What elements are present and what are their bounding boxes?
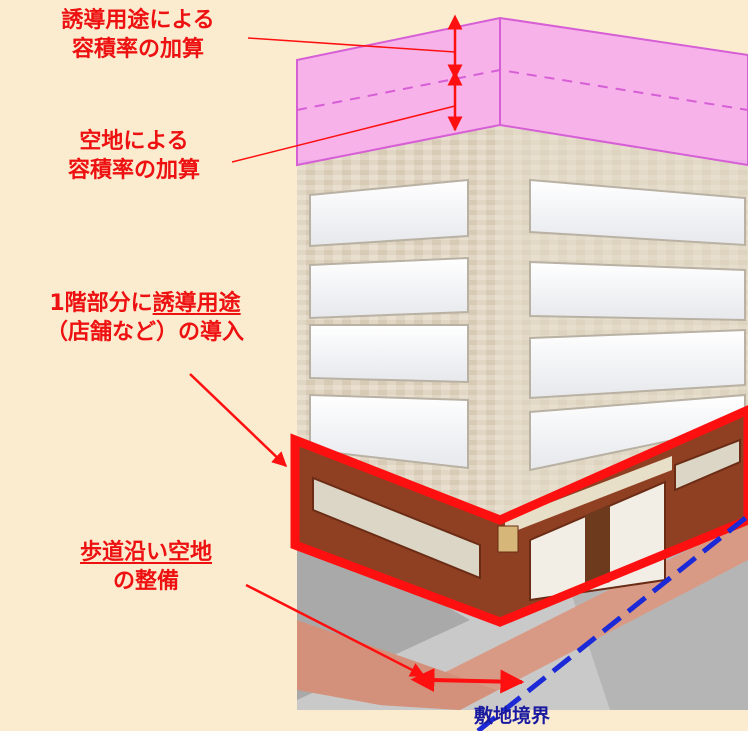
label-text: 1階部分に	[49, 291, 153, 316]
label-yudo-youto-bonus: 誘導用途による 容積率の加算	[28, 6, 248, 64]
label-line: 空地による	[79, 129, 189, 154]
label-line: 歩道沿い空地	[36, 538, 256, 567]
label-line: 容積率の加算	[71, 37, 204, 62]
label-line: 容積率の加算	[67, 158, 200, 183]
label-line: （店舗など）の導入	[45, 320, 244, 345]
label-site-boundary: 敷地境界	[473, 705, 550, 727]
right-windows	[529, 178, 746, 472]
leader-lines	[231, 37, 456, 163]
label-underlined-text: 歩道沿い空地	[79, 540, 212, 565]
label-underlined-text: 誘導用途	[152, 291, 241, 316]
ground-floor-arrow	[189, 373, 288, 468]
label-line: 1階部分に誘導用途	[0, 289, 290, 318]
sidewalk-width-arrow	[410, 668, 525, 694]
sidewalk-arrow	[245, 583, 426, 678]
label-kuchi-bonus: 空地による 容積率の加算	[34, 127, 234, 185]
label-ground-floor: 1階部分に誘導用途 （店舗など）の導入	[0, 289, 290, 347]
ground-floor-outline	[290, 405, 748, 627]
label-sidewalk: 歩道沿い空地 の整備	[36, 538, 256, 596]
site-boundary-line	[476, 514, 748, 731]
left-windows	[309, 178, 469, 470]
label-line: 誘導用途による	[61, 8, 215, 33]
label-line: の整備	[112, 569, 179, 594]
